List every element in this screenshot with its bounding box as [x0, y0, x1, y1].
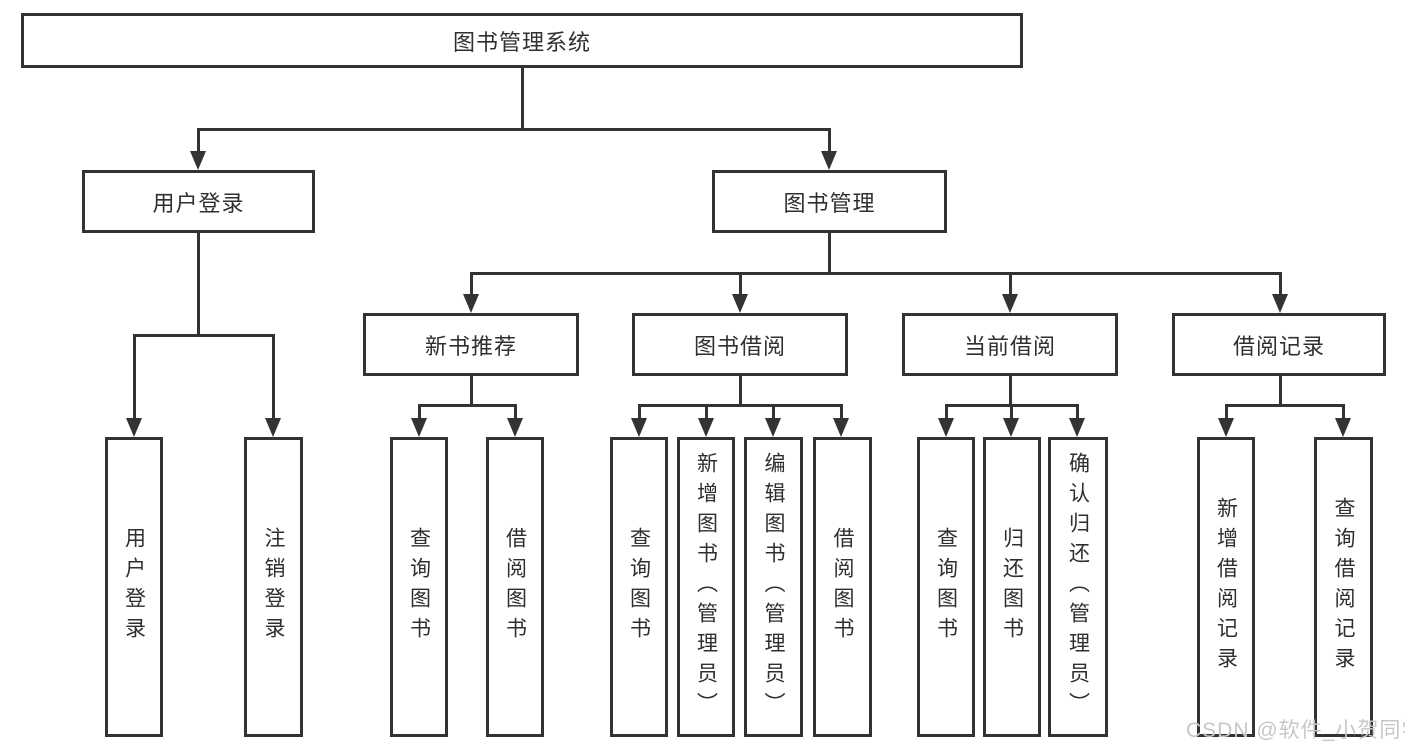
arrowhead-icon [1218, 418, 1234, 437]
connector-line [739, 376, 742, 407]
connector-line [1009, 376, 1012, 407]
leaf-user-login: 用户登录 [105, 437, 163, 737]
connector-line [1342, 404, 1345, 420]
csdn-watermark: CSDN @软件_小贺同学 [1186, 719, 1405, 742]
arrowhead-icon [265, 418, 281, 437]
connector-line [197, 128, 200, 154]
connector-line [1225, 404, 1228, 420]
leaf-query-books-recommend: 查询图书 [390, 437, 448, 737]
leaf-return-books: 归还图书 [983, 437, 1041, 737]
connector-line [470, 376, 473, 407]
connector-line [272, 334, 275, 420]
arrowhead-icon [190, 151, 206, 170]
arrowhead-icon [1335, 418, 1351, 437]
arrowhead-icon [821, 151, 837, 170]
connector-line [638, 404, 641, 420]
leaf-confirm-return-admin: 确认归还（管理员） [1048, 437, 1108, 737]
connector-line [521, 68, 524, 131]
arrowhead-icon [631, 418, 647, 437]
leaf-query-borrow-record: 查询借阅记录 [1314, 437, 1373, 737]
arrowhead-icon [833, 418, 849, 437]
connector-line [1279, 272, 1282, 296]
arrowhead-icon [411, 418, 427, 437]
connector-line [1009, 272, 1012, 296]
connector-line [418, 404, 421, 420]
node-current-borrow: 当前借阅 [902, 313, 1118, 376]
connector-line [197, 128, 831, 131]
connector-line [514, 404, 517, 420]
node-book-management: 图书管理 [712, 170, 947, 233]
connector-line [705, 404, 708, 420]
arrowhead-icon [1272, 294, 1288, 313]
connector-line [828, 128, 831, 154]
connector-line [1225, 404, 1345, 407]
leaf-edit-books-admin: 编辑图书（管理员） [744, 437, 803, 737]
connector-line [772, 404, 775, 420]
arrowhead-icon [938, 418, 954, 437]
arrowhead-icon [732, 294, 748, 313]
arrowhead-icon [1003, 418, 1019, 437]
connector-line [828, 233, 831, 275]
connector-line [739, 272, 742, 296]
node-user-login: 用户登录 [82, 170, 315, 233]
connector-line [133, 334, 275, 337]
connector-line [840, 404, 843, 420]
leaf-logout: 注销登录 [244, 437, 303, 737]
node-root-system: 图书管理系统 [21, 13, 1023, 68]
arrowhead-icon [463, 294, 479, 313]
node-new-book-recommend: 新书推荐 [363, 313, 579, 376]
arrowhead-icon [126, 418, 142, 437]
arrowhead-icon [765, 418, 781, 437]
arrowhead-icon [1002, 294, 1018, 313]
arrowhead-icon [507, 418, 523, 437]
leaf-query-books-current: 查询图书 [917, 437, 975, 737]
node-book-borrow: 图书借阅 [632, 313, 848, 376]
node-borrow-records: 借阅记录 [1172, 313, 1386, 376]
connector-line [418, 404, 517, 407]
connector-line [1076, 404, 1079, 420]
connector-line [470, 272, 473, 296]
connector-line [945, 404, 948, 420]
arrowhead-icon [1069, 418, 1085, 437]
connector-line [638, 404, 843, 407]
leaf-query-books-borrow: 查询图书 [610, 437, 668, 737]
leaf-add-borrow-record: 新增借阅记录 [1197, 437, 1255, 737]
leaf-add-books-admin: 新增图书（管理员） [677, 437, 735, 737]
connector-line [470, 272, 1282, 275]
leaf-borrow-books-recommend: 借阅图书 [486, 437, 544, 737]
connector-line [133, 334, 136, 420]
connector-line [197, 233, 200, 337]
arrowhead-icon [698, 418, 714, 437]
leaf-borrow-books: 借阅图书 [813, 437, 872, 737]
connector-line [1279, 376, 1282, 407]
connector-line [1010, 404, 1013, 420]
